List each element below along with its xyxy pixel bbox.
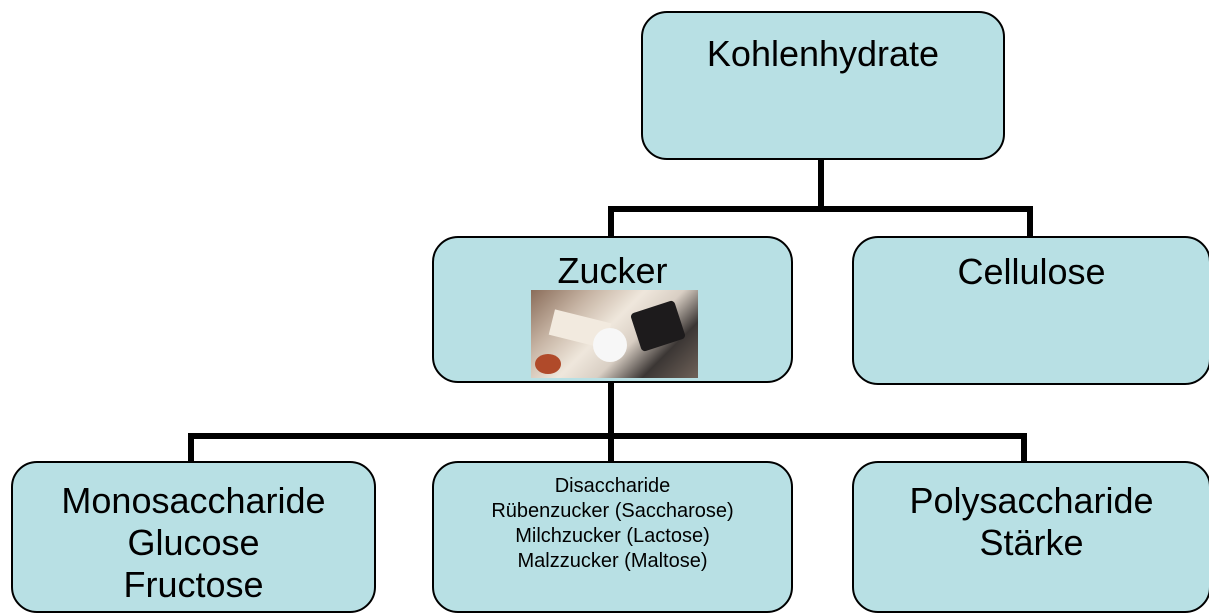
connector-root-down	[818, 160, 824, 210]
node-monosaccharide: Monosaccharide Glucose Fructose	[11, 461, 376, 613]
node-zucker-label: Zucker	[557, 250, 668, 291]
di-line-2: Rübenzucker (Saccharose)	[491, 500, 734, 522]
mono-line-3: Fructose	[123, 564, 264, 605]
connector-to-zucker	[608, 206, 614, 237]
node-kohlenhydrate: Kohlenhydrate	[641, 11, 1005, 160]
di-line-4: Malzzucker (Maltose)	[517, 550, 708, 572]
mono-line-1: Monosaccharide	[61, 480, 326, 521]
connector-level2-bar	[608, 206, 1033, 212]
node-polysaccharide: Polysaccharide Stärke	[852, 461, 1209, 613]
node-zucker: Zucker	[432, 236, 793, 383]
connector-zucker-down	[608, 381, 614, 438]
node-kohlenhydrate-label: Kohlenhydrate	[706, 33, 940, 74]
sugar-photo	[531, 290, 698, 378]
poly-line-2: Stärke	[979, 522, 1084, 563]
node-cellulose: Cellulose	[852, 236, 1209, 385]
connector-to-mono	[188, 433, 194, 463]
connector-level3-bar	[188, 433, 1027, 439]
connector-to-cellulose	[1027, 206, 1033, 237]
connector-to-di	[608, 433, 614, 463]
mono-line-2: Glucose	[127, 522, 260, 563]
di-line-3: Milchzucker (Lactose)	[515, 525, 710, 547]
node-cellulose-label: Cellulose	[957, 251, 1106, 292]
poly-line-1: Polysaccharide	[909, 480, 1154, 521]
node-disaccharide: Disaccharide Rübenzucker (Saccharose) Mi…	[432, 461, 793, 613]
di-line-1: Disaccharide	[554, 475, 671, 497]
connector-to-poly	[1021, 433, 1027, 463]
